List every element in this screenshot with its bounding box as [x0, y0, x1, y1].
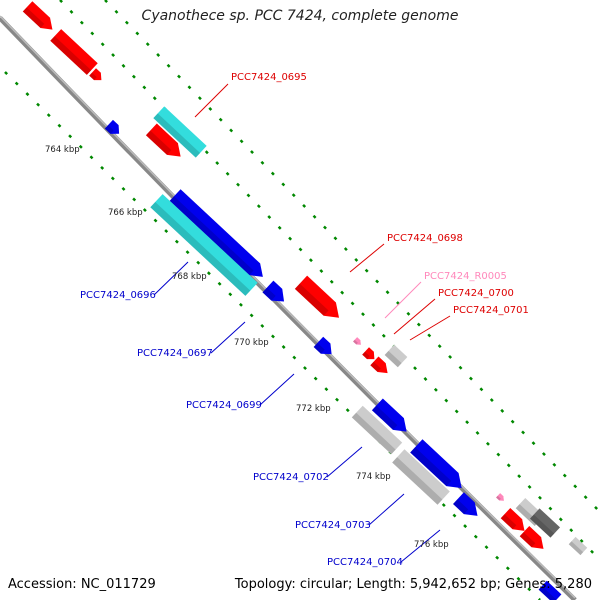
gene-leader-line: [409, 315, 451, 341]
gene-leader-line: [368, 493, 405, 526]
gene-leader-line: [153, 261, 189, 296]
gene-label[interactable]: PCC7424_0703: [295, 520, 371, 531]
gene-leader-line: [326, 446, 363, 478]
gene-arrow: [370, 356, 388, 374]
gene-leader-line: [194, 83, 229, 118]
gene-block: [529, 508, 561, 538]
gene-block: [410, 439, 462, 489]
gene-arrow: [89, 68, 102, 81]
kbp-tick-label: 768 kbp: [172, 272, 207, 282]
gene-label[interactable]: PCC7424_0699: [186, 400, 262, 411]
gene-arrow: [453, 492, 478, 516]
kbp-tick-label: 766 kbp: [108, 208, 143, 218]
gene-label[interactable]: PCC7424_0696: [80, 290, 156, 301]
kbp-tick-label: 776 kbp: [414, 540, 449, 550]
gene-leader-line: [384, 281, 422, 319]
genome-summary: Topology: circular; Length: 5,942,652 bp…: [234, 577, 592, 592]
gene-leader-line: [259, 373, 295, 406]
gene-block: [519, 526, 544, 549]
gene-leader-line: [400, 529, 441, 563]
gene-leader-line: [349, 243, 385, 273]
gene-arrow: [313, 336, 332, 355]
rrna-marker: [353, 337, 361, 345]
gene-block: [22, 1, 53, 30]
accession-label: Accession: NC_011729: [8, 577, 156, 592]
gene-block: [500, 508, 525, 531]
map-title: Cyanothece sp. PCC 7424, complete genome: [141, 8, 459, 24]
genome-backbone-highlight: [0, 15, 576, 599]
gene-label[interactable]: PCC7424_0700: [438, 288, 514, 299]
gene-block: [371, 398, 407, 432]
gene-block: [294, 275, 340, 318]
kbp-tick-label: 774 kbp: [356, 472, 391, 482]
gene-block: [392, 449, 450, 505]
gene-label[interactable]: PCC7424_0697: [137, 348, 213, 359]
gene-block: [351, 405, 403, 455]
gene-block: [145, 123, 181, 157]
gene-label[interactable]: PCC7424_R0005: [424, 271, 507, 282]
gene-arrow: [104, 119, 120, 134]
gene-block: [384, 344, 408, 368]
gene-block: [153, 106, 207, 158]
kbp-tick-label: 764 kbp: [45, 145, 80, 155]
guide-dotted-lines: [4, 0, 600, 600]
gene-arrow: [362, 347, 375, 360]
gene-label[interactable]: PCC7424_0698: [387, 233, 463, 244]
gene-block: [538, 580, 562, 600]
gene-arrow: [262, 280, 285, 302]
gene-label[interactable]: PCC7424_0695: [231, 72, 307, 83]
gene-label[interactable]: PCC7424_0702: [253, 472, 329, 483]
rrna-marker: [496, 493, 504, 501]
gene-leader-line: [210, 321, 246, 354]
gene-block: [50, 29, 98, 75]
gene-label[interactable]: PCC7424_0701: [453, 305, 529, 316]
kbp-tick-label: 770 kbp: [234, 338, 269, 348]
gene-label[interactable]: PCC7424_0704: [327, 557, 403, 568]
gene-block: [150, 194, 258, 296]
gene-block: [169, 189, 263, 277]
kbp-tick-label: 772 kbp: [296, 404, 331, 414]
genome-backbone: [0, 16, 577, 600]
gene-leader-line: [393, 298, 436, 335]
gene-block: [568, 536, 588, 556]
